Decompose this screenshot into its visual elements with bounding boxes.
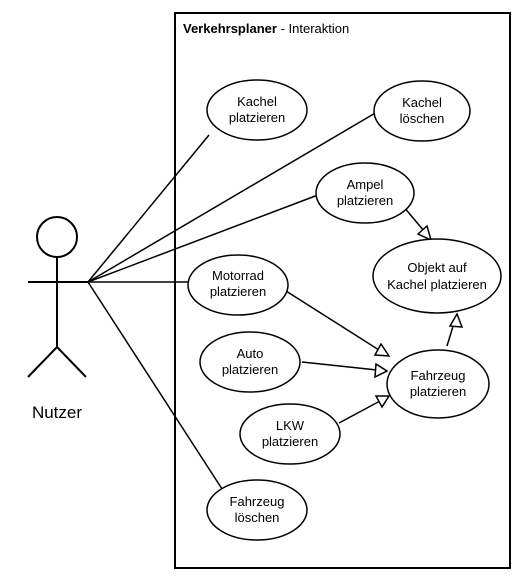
use-case-label: löschen [400,111,445,126]
use-case-label: platzieren [262,434,318,449]
use-case-fahrzeug-loeschen: Fahrzeug löschen [206,479,308,541]
use-case-kachel-platzieren: Kachel platzieren [206,79,308,141]
use-case-label: Fahrzeug [411,368,466,383]
use-case-fahrzeug-platzieren: Fahrzeug platzieren [386,349,490,419]
assoc-kachel-platzieren [87,134,210,283]
system-boundary [174,12,511,569]
arrowhead-icon [374,362,389,379]
arrowhead-icon [374,395,391,409]
gen-fahrzeug-to-objekt [446,312,464,347]
actor-label: Nutzer [32,403,82,422]
use-case-label: Kachel platzieren [387,277,487,292]
use-case-label: Auto [237,346,264,361]
use-case-label: Ampel [347,177,384,192]
arrowhead-icon [416,224,433,242]
actor-left-leg [27,346,58,378]
actor-nutzer [27,216,88,378]
use-case-label: Motorrad [212,268,264,283]
use-case-label: Kachel [237,94,277,109]
use-case-label: platzieren [229,110,285,125]
use-case-auto-platzieren: Auto platzieren [199,331,301,393]
use-case-label: löschen [235,510,280,525]
associations [87,111,378,493]
use-case-label: platzieren [222,362,278,377]
assoc-ampel-platzieren [87,194,319,283]
gen-auto-to-fahrzeug [301,361,389,379]
actor-right-leg [56,346,87,378]
arrowhead-icon [448,312,464,328]
assoc-kachel-loeschen [87,111,378,283]
use-case-label: platzieren [210,284,266,299]
use-case-label: LKW [276,418,305,433]
arrowhead-icon [373,342,391,357]
use-case-label: Objekt auf [407,260,467,275]
gen-motorrad-to-fahrzeug [285,290,391,357]
use-case-label: platzieren [337,193,393,208]
use-case-label: Fahrzeug [230,494,285,509]
system-title: Verkehrsplaner - Interaktion [183,21,349,36]
use-case-kachel-loeschen: Kachel löschen [373,80,471,142]
system-title-rest: - Interaktion [277,21,349,36]
use-case-label: Kachel [402,95,442,110]
system-title-bold: Verkehrsplaner [183,21,277,36]
use-case-ampel-platzieren: Ampel platzieren [315,162,415,224]
generalizations [285,199,464,424]
use-case-motorrad-platzieren: Motorrad platzieren [187,254,289,316]
assoc-fahrzeug-loeschen [87,281,225,493]
gen-lkw-to-fahrzeug [338,395,391,424]
use-case-lkw-platzieren: LKW platzieren [239,403,341,465]
use-case-objekt-platzieren: Objekt auf Kachel platzieren [372,238,502,314]
use-case-label: platzieren [410,384,466,399]
actor-head [36,216,78,258]
